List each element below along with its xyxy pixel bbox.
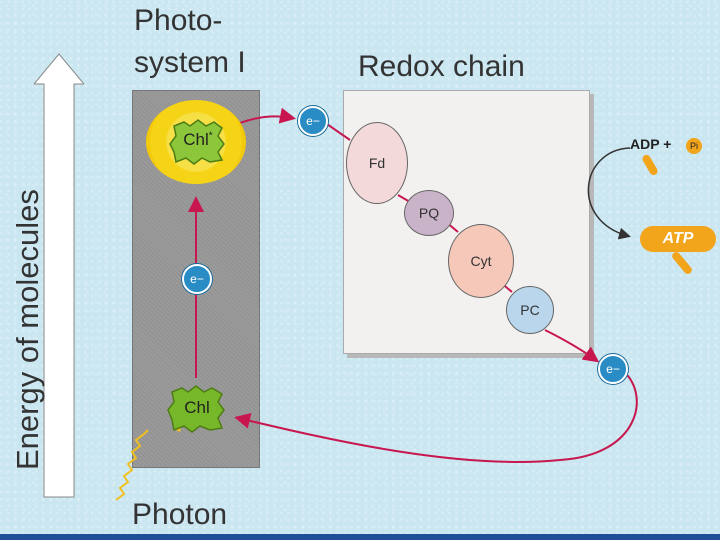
electron-in-photosystem: e− bbox=[182, 264, 212, 294]
photon-wave bbox=[116, 430, 148, 500]
atp-label: ATP bbox=[663, 230, 694, 247]
chl-ground-label: Chl bbox=[166, 398, 228, 418]
photon-label: Photon bbox=[132, 500, 227, 530]
link-electron-fd bbox=[324, 122, 350, 140]
pi-label: Pi bbox=[690, 141, 698, 151]
carrier-cyt: Cyt bbox=[448, 224, 514, 298]
adp-label: ADP + bbox=[630, 136, 671, 152]
electron-leaving-chain: e− bbox=[598, 354, 628, 384]
pc-to-electron-arrow bbox=[545, 330, 596, 360]
return-arrow bbox=[238, 372, 637, 462]
bottom-bar bbox=[0, 534, 720, 540]
carrier-pq: PQ bbox=[404, 190, 454, 236]
atp-synthesis-arrow bbox=[588, 148, 630, 236]
chl-excited-sup: * bbox=[209, 130, 213, 141]
electron-entering-chain: e− bbox=[298, 106, 328, 136]
chl-excited-label: Chl bbox=[183, 130, 209, 149]
carrier-pc: PC bbox=[506, 286, 554, 334]
atp-molecule: ATP bbox=[640, 226, 716, 252]
pi-circle: Pi bbox=[686, 138, 702, 154]
carrier-fd: Fd bbox=[346, 122, 408, 204]
